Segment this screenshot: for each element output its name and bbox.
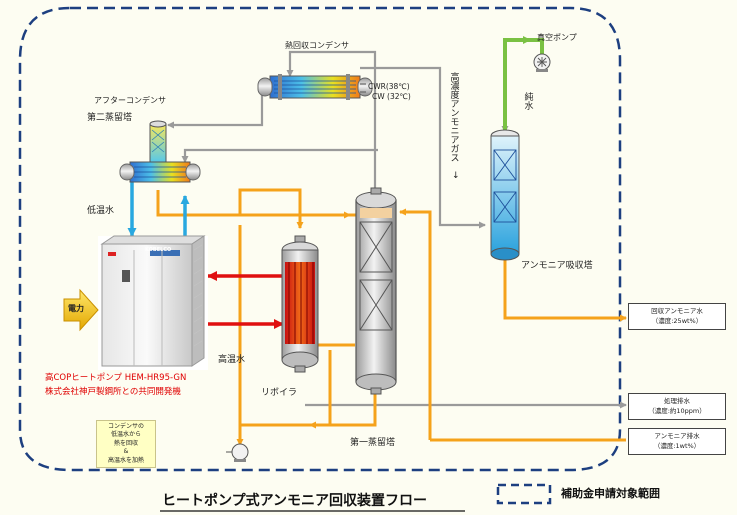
gray-pipes <box>167 50 627 409</box>
green-vacuum-pipe <box>503 36 531 132</box>
legend-dashed-box <box>496 483 552 505</box>
low-temp-water-label: 低温水 <box>87 206 115 216</box>
reboiler <box>281 235 319 373</box>
orange-pipe-col1-bottom <box>309 390 377 429</box>
input-wastewater-title: アンモニア排水 <box>654 432 700 440</box>
heat-pump-brand: KOBELCO <box>145 247 172 253</box>
heat-pump-model-label: 高COPヒートポンプ HEM-HR95-GN <box>45 373 187 383</box>
cw-lines <box>360 83 366 93</box>
output-treated-title: 処理排水 <box>664 397 690 405</box>
first-column-label: 第一蒸留塔 <box>350 438 396 448</box>
subsidy-scope-boundary <box>18 6 622 472</box>
gray-pipe-col1-to-after <box>181 148 378 163</box>
output-recovered-title: 回収アンモニア水 <box>651 307 703 315</box>
high-concentration-gas-label: 高濃度アンモニアガス <box>448 72 459 162</box>
diagram-title: ヒートポンプ式アンモニア回収装置フロー <box>162 493 428 509</box>
reboiler-label: リボイラ <box>261 388 298 398</box>
gray-pipe-hx-to-absorber <box>360 66 486 229</box>
absorber-label: アンモニア吸収塔 <box>521 261 593 271</box>
gas-down-arrow: ↓ <box>452 171 460 181</box>
heat-pump-codev-label: 株式会社神戸製鋼所との共同開発機 <box>45 387 181 397</box>
blue-pipes <box>127 178 190 237</box>
green-vacuum-pipe-down <box>530 38 544 54</box>
note-line-5: 高温水を加熱 <box>107 456 144 464</box>
vacuum-pump-symbol <box>533 53 551 72</box>
liquid-pump-symbol <box>226 443 249 462</box>
orange-pipe-col1-feed <box>399 208 432 440</box>
heat-recovery-condenser <box>257 74 373 100</box>
second-column-label: 第二蒸留塔 <box>87 113 133 123</box>
note-line-1: コンデンサの <box>107 423 144 430</box>
input-wastewater-detail: （濃度:1wt%） <box>653 442 701 451</box>
orange-pipe-absorber-out <box>503 260 627 322</box>
power-label: 電力 <box>68 304 84 313</box>
first-column <box>355 187 397 395</box>
output-recovered-ammonia: 回収アンモニア水 （濃度:25wt%） <box>628 303 726 330</box>
output-recovered-detail: （濃度:25wt%） <box>651 317 703 326</box>
power-arrow <box>63 288 99 332</box>
heat-recovery-note: コンデンサの 低温水から 熱を回収 & 高温水を加熱 <box>96 420 156 468</box>
legend-label: 補助金申請対象範囲 <box>561 487 660 500</box>
second-column <box>149 120 167 163</box>
red-arrows <box>207 271 284 329</box>
input-ammonia-wastewater: アンモニア排水 （濃度:1wt%） <box>628 428 726 455</box>
absorber-column <box>490 129 520 261</box>
vacuum-pump-label: 真空ポンプ <box>537 33 577 42</box>
note-line-2: 低温水から <box>110 431 141 439</box>
note-line-4: & <box>123 448 129 456</box>
gray-pipe-after-to-col2 <box>167 92 264 129</box>
output-treated-detail: （濃度:約10ppm） <box>648 407 706 416</box>
note-line-3: 熱を回収 <box>113 439 138 447</box>
gray-pipe-col1-to-hx-top <box>286 50 377 190</box>
after-condenser-label: アフターコンデンサ <box>94 96 166 105</box>
cw-label: CW (32℃) <box>372 92 411 101</box>
orange-pipes <box>156 84 627 446</box>
after-condenser <box>119 161 201 183</box>
high-temp-water-label: 高温水 <box>218 355 246 365</box>
output-treated-water: 処理排水 （濃度:約10ppm） <box>628 393 726 420</box>
cwr-label: CWR(38℃) <box>368 82 410 91</box>
orange-pipe-to-reboiler <box>238 188 304 229</box>
pure-water-label: 純水 <box>522 92 533 110</box>
heat-recovery-condenser-label: 熱回収コンデンサ <box>285 41 349 50</box>
heat-pump-unit <box>98 235 208 370</box>
